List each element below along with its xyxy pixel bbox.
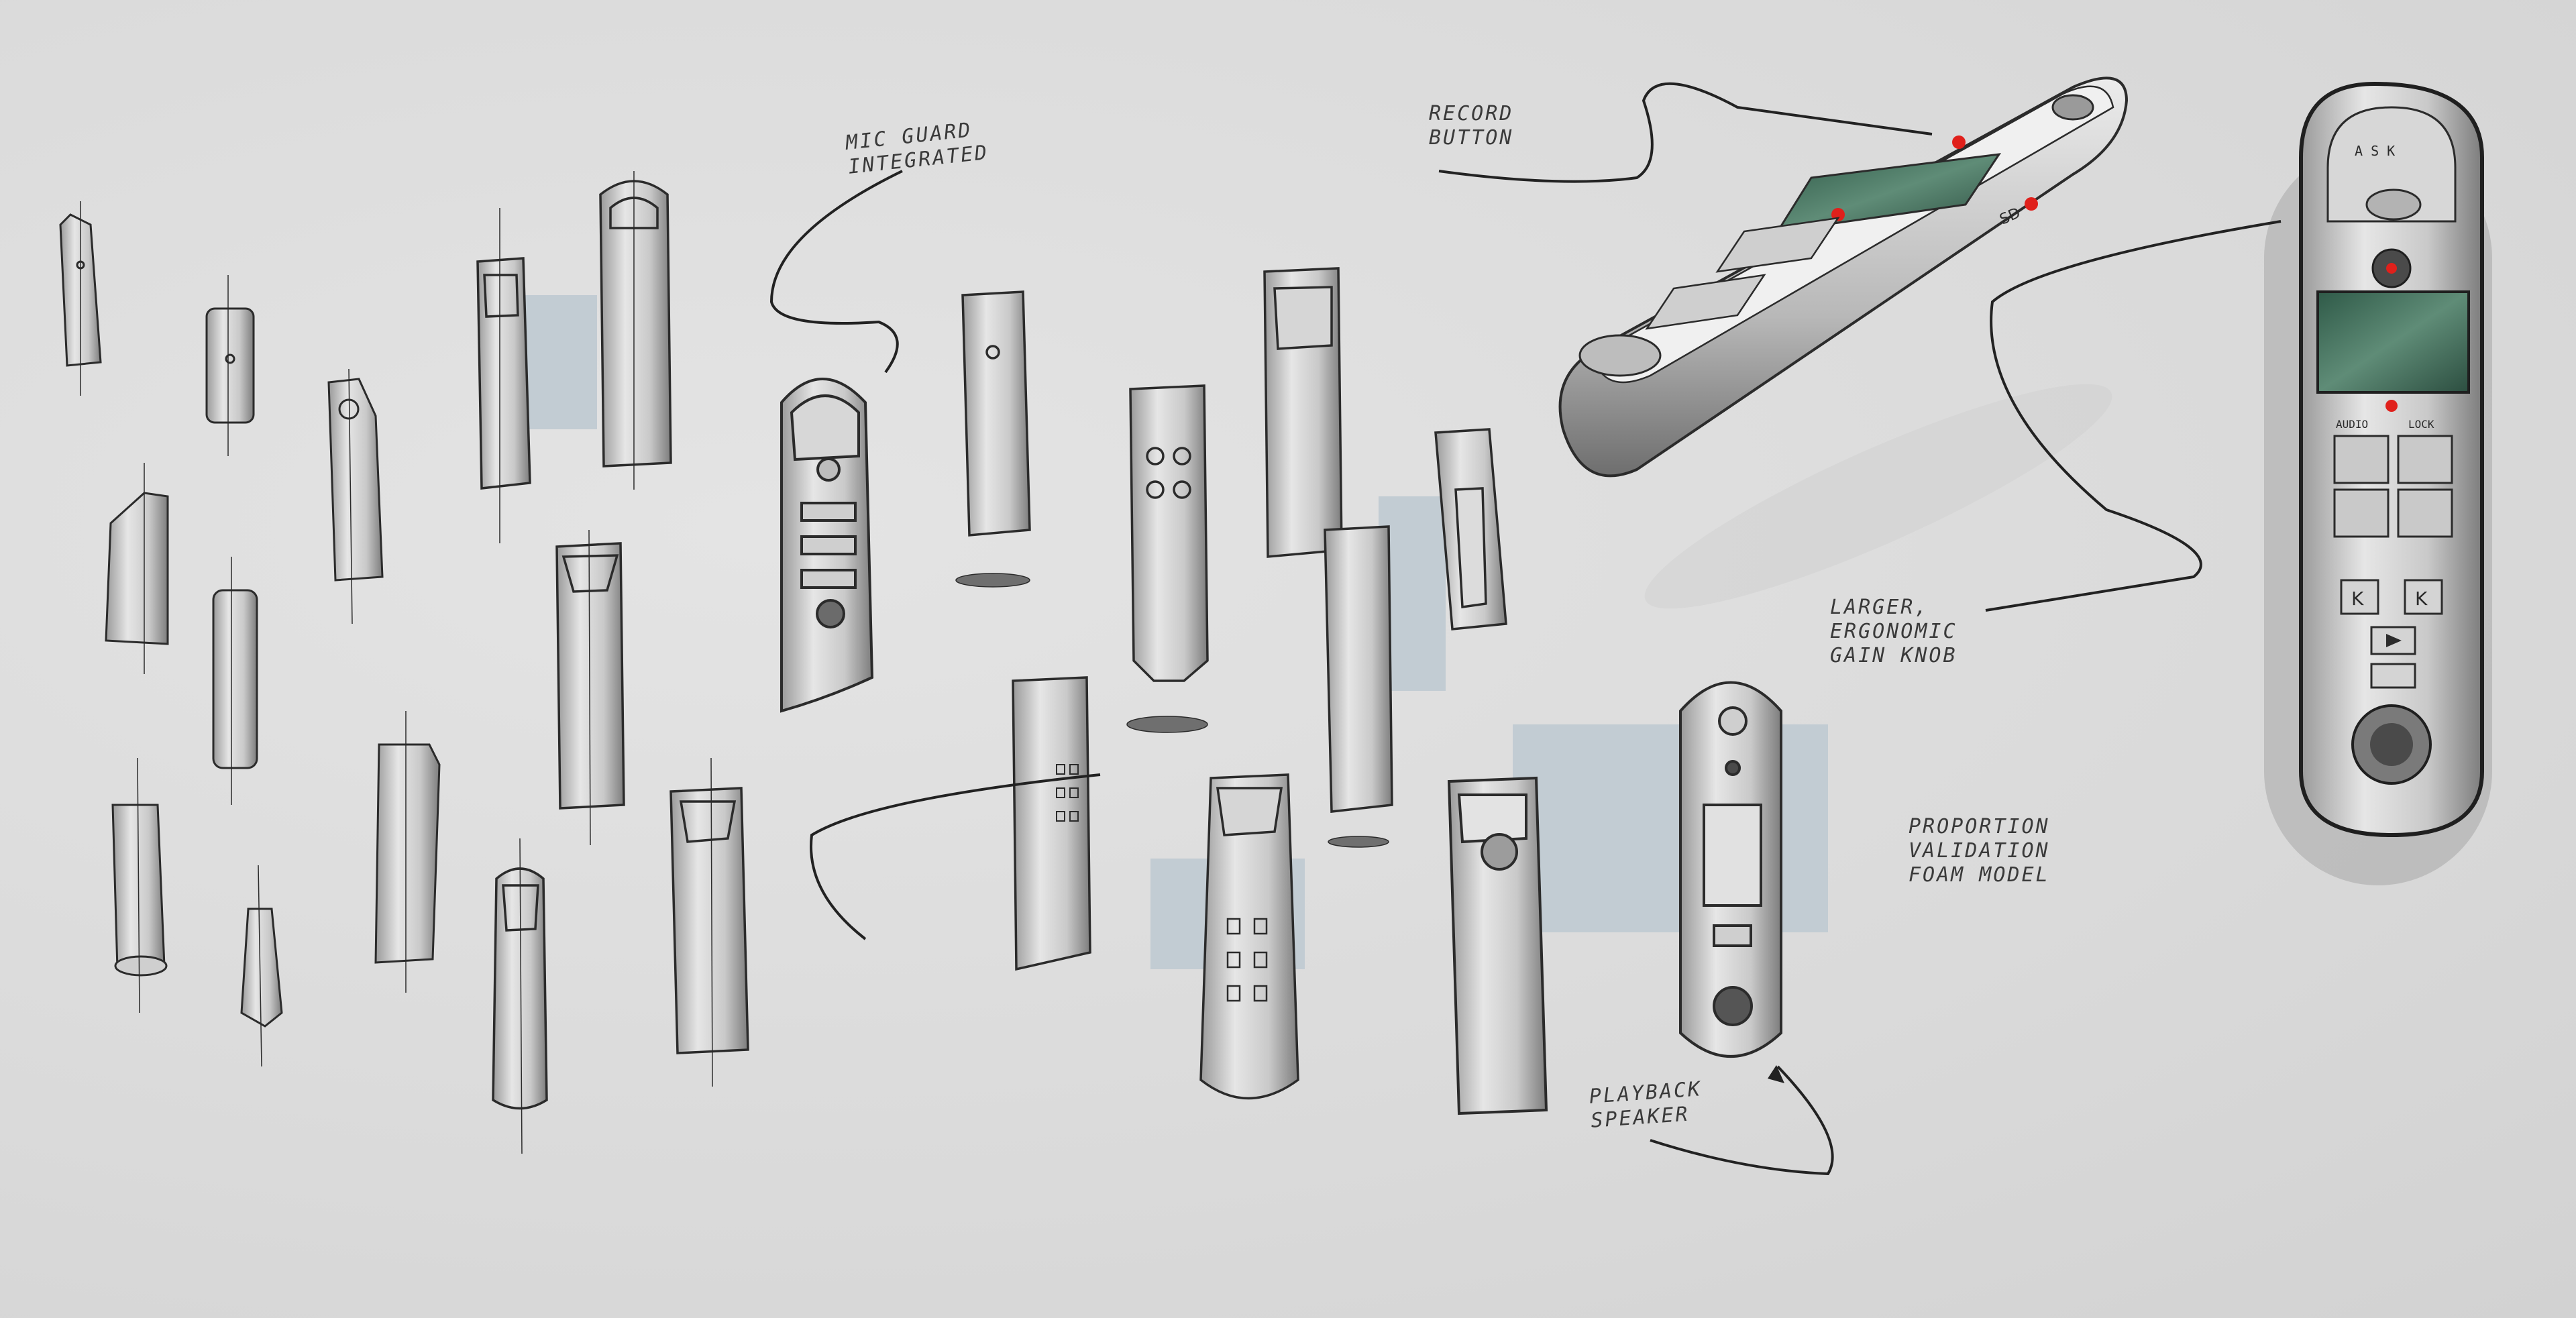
leader-lines (769, 82, 2282, 1176)
sketch-handheld-l (1199, 773, 1299, 1100)
sketch-handheld-h (1263, 267, 1343, 558)
sketch-handheld-b (599, 171, 672, 490)
thumbnail-sketch-3 (327, 368, 384, 624)
annotation-proportion: PROPORTION VALIDATION Foam model (1909, 815, 2050, 887)
thumbnail-sketch-7 (240, 865, 283, 1067)
sketch-handheld-d (669, 757, 749, 1087)
isometric-recorder: SD (1558, 76, 2129, 609)
lock-label: LOCK (2408, 418, 2434, 431)
skip-back-label: K (2351, 588, 2364, 610)
record-button-dot (2386, 263, 2397, 274)
sketch-recorder-speaker (1679, 681, 1782, 1058)
audio-label: AUDIO (2336, 418, 2368, 431)
foam-block (523, 295, 597, 429)
play-icon (2386, 634, 2402, 647)
thumbnail-sketch-5 (212, 557, 258, 805)
sketch-handheld-i (1324, 525, 1393, 848)
thumbnail-sketch-2 (205, 275, 255, 456)
thumbnail-sketch-4 (105, 463, 169, 674)
sketch-recorder-mic-guard (780, 378, 874, 713)
sketch-handheld-e (492, 838, 548, 1154)
thumbnail-sketch-1 (59, 201, 102, 396)
skip-fwd-label: K (2415, 588, 2428, 610)
screen (2316, 290, 2470, 394)
dial-label: A S K (2355, 143, 2395, 159)
sketch-handheld-g (1126, 384, 1209, 733)
annotation-playback: PLAYBACK SPEAKER (1588, 1077, 1703, 1133)
sketch-foam-model (1447, 776, 1548, 1115)
button-grid (2333, 435, 2453, 538)
arrow-icon (1768, 1065, 1784, 1083)
sketch-handheld-k (1012, 676, 1091, 971)
annotation-record-button: RECORD BUTTON (1429, 102, 1514, 150)
annotation-gain-knob: LARGER, ERGONOMIC GAIN KNOB (1830, 596, 1957, 667)
sketch-handheld-c (555, 529, 625, 846)
thumbnail-sketch-6 (111, 757, 168, 1013)
sketch-handheld-a (476, 208, 531, 543)
sketch-handheld-f (955, 290, 1031, 588)
sketch-handheld-j (1434, 428, 1507, 630)
front-recorder: A S K AUDIO LOCK K K (2264, 81, 2492, 885)
thumbnail-sketch-8 (374, 711, 441, 993)
